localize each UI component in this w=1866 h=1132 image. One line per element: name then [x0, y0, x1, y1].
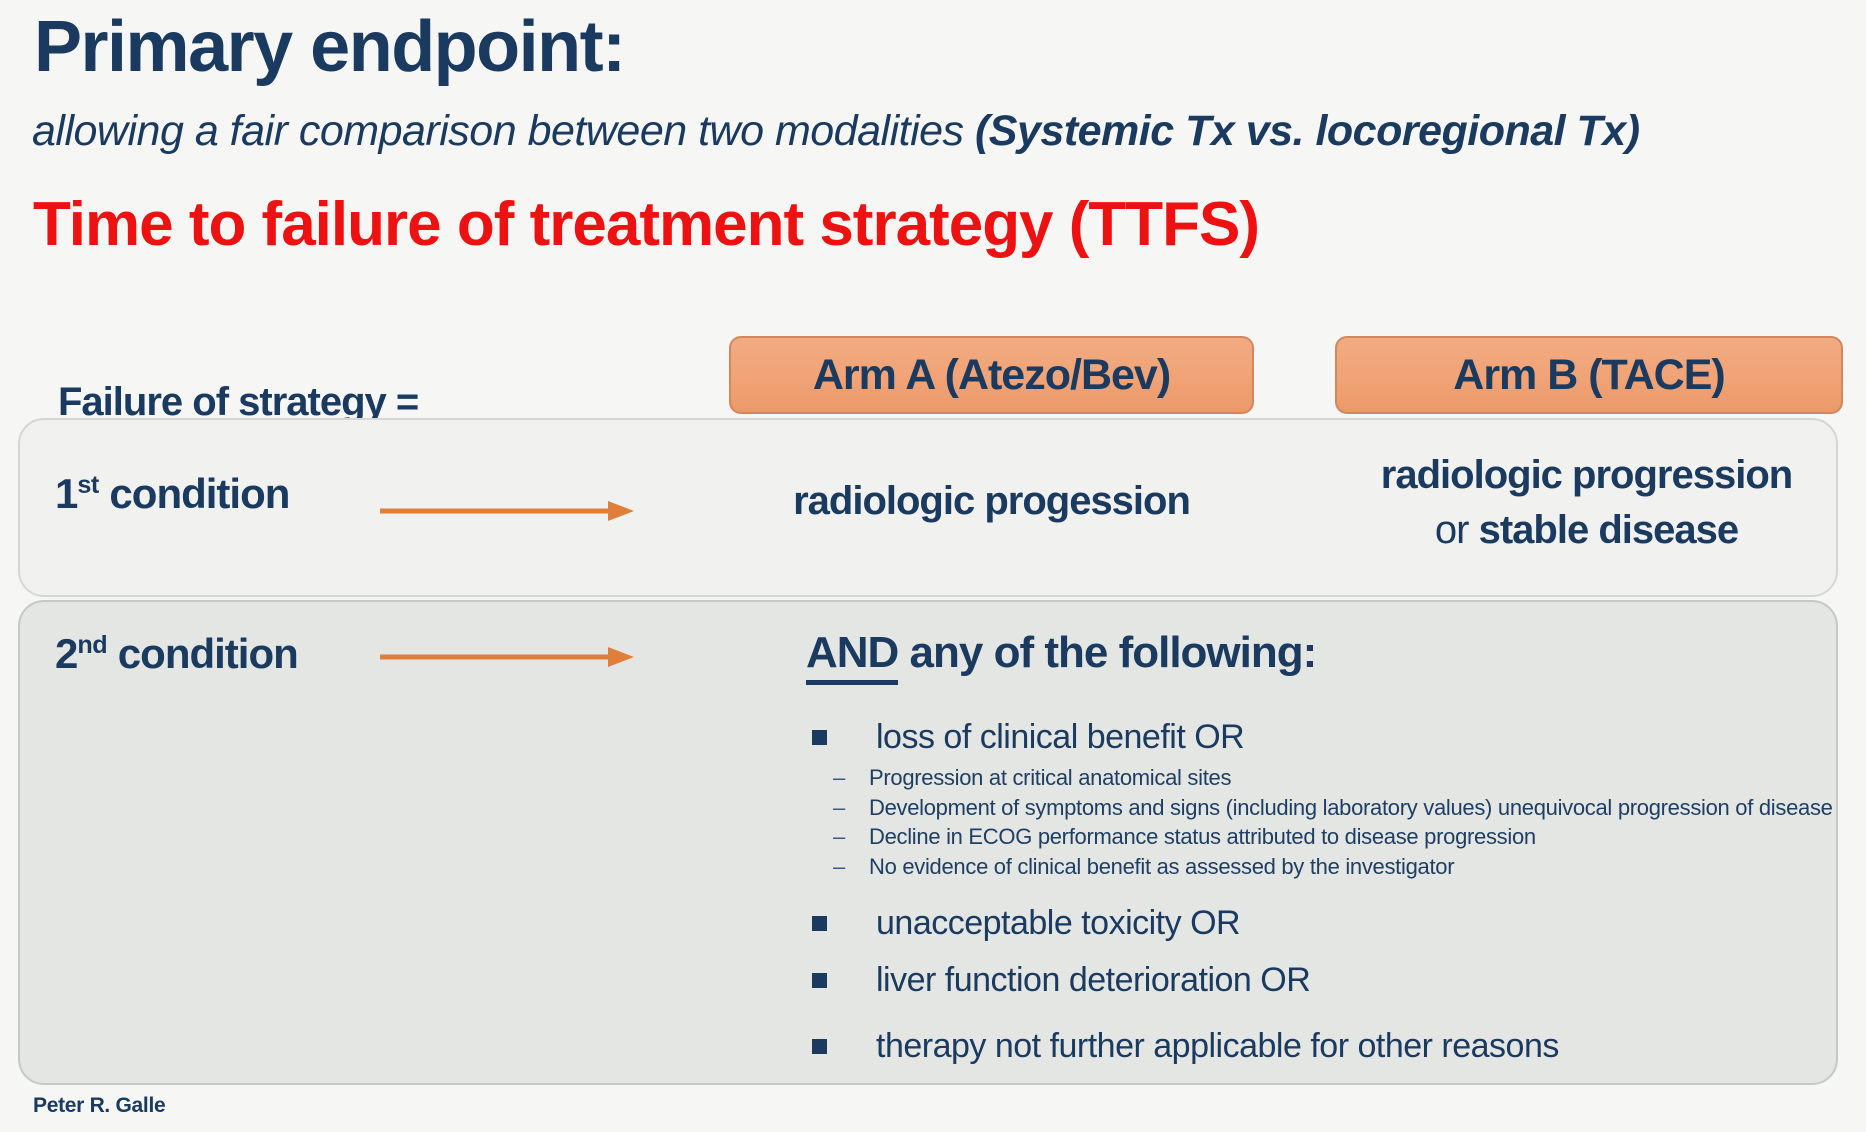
arrow-right-icon: [380, 501, 634, 521]
list-item: therapy not further applicable for other…: [812, 1026, 1559, 1066]
list-item: – Development of symptoms and signs (inc…: [833, 793, 1833, 823]
square-bullet-icon: [812, 729, 827, 745]
failure-of-strategy-label: Failure of strategy =: [58, 380, 419, 424]
and-any-following-heading: AND any of the following:: [806, 628, 1318, 685]
arm-b-row1-line1: radiologic progression: [1380, 453, 1793, 497]
and-heading-rest: any of the following:: [898, 628, 1318, 677]
list-item: – Progression at critical anatomical sit…: [833, 763, 1833, 793]
arrow-right-icon: [380, 647, 634, 667]
ttfs-title: Time to failure of treatment strategy (T…: [33, 190, 1260, 259]
first-condition-label: 1st condition: [55, 470, 290, 518]
bullet-label: liver function deterioration OR: [876, 960, 1311, 999]
first-condition-text: condition: [98, 470, 290, 517]
square-bullet-icon: [812, 915, 827, 931]
slide-subtitle: allowing a fair comparison between two m…: [32, 100, 1640, 162]
arm-b-row1-cell: radiologic progression or stable disease: [1328, 448, 1845, 558]
and-word-underlined: AND: [806, 628, 899, 685]
arm-b-row1-line2: stable disease: [1478, 508, 1739, 552]
sub-bullet-label: Progression at critical anatomical sites: [869, 765, 1232, 790]
list-item: – No evidence of clinical benefit as ass…: [833, 852, 1833, 882]
dash-bullet-icon: –: [833, 765, 845, 790]
arm-a-header-label: Arm A (Atezo/Bev): [812, 350, 1171, 399]
dash-bullet-icon: –: [833, 824, 845, 849]
sub-bullet-label: Development of symptoms and signs (inclu…: [869, 794, 1833, 820]
dash-bullet-icon: –: [833, 794, 845, 820]
sub-bullet-label: Decline in ECOG performance status attri…: [869, 824, 1536, 849]
arm-b-header: Arm B (TACE): [1335, 336, 1843, 414]
subtitle-regular-text: allowing a fair comparison between two m…: [32, 107, 975, 155]
square-bullet-icon: [812, 1038, 827, 1054]
first-condition-ordinal: st: [77, 471, 99, 499]
arm-a-row1-cell: radiologic progession: [793, 479, 1191, 523]
list-item: loss of clinical benefit OR: [812, 717, 1245, 757]
second-condition-label: 2nd condition: [55, 630, 299, 678]
arm-b-row1-or: or: [1434, 508, 1479, 552]
square-bullet-icon: [812, 972, 827, 988]
second-condition-text: condition: [107, 630, 299, 677]
arm-b-header-label: Arm B (TACE): [1453, 350, 1725, 399]
arm-a-header: Arm A (Atezo/Bev): [729, 336, 1254, 414]
sub-bullet-label: No evidence of clinical benefit as asses…: [869, 853, 1455, 879]
second-condition-ordinal: nd: [77, 631, 108, 659]
second-condition-number: 2: [55, 630, 78, 677]
list-item: – Decline in ECOG performance status att…: [833, 822, 1833, 852]
author-credit: Peter R. Galle: [33, 1094, 166, 1117]
bullet-label: unacceptable toxicity OR: [876, 903, 1241, 942]
second-condition-box: [18, 600, 1838, 1085]
first-condition-box: [18, 418, 1838, 597]
list-item: liver function deterioration OR: [812, 960, 1311, 1000]
page-title: Primary endpoint:: [34, 7, 626, 87]
first-condition-number: 1: [55, 470, 78, 517]
clinical-benefit-sub-list: – Progression at critical anatomical sit…: [833, 763, 1833, 881]
list-item: unacceptable toxicity OR: [812, 903, 1241, 943]
subtitle-bold-text: (Systemic Tx vs. locoregional Tx): [974, 107, 1640, 155]
dash-bullet-icon: –: [833, 853, 845, 879]
bullet-label: therapy not further applicable for other…: [876, 1026, 1559, 1065]
bullet-label: loss of clinical benefit OR: [876, 717, 1245, 756]
